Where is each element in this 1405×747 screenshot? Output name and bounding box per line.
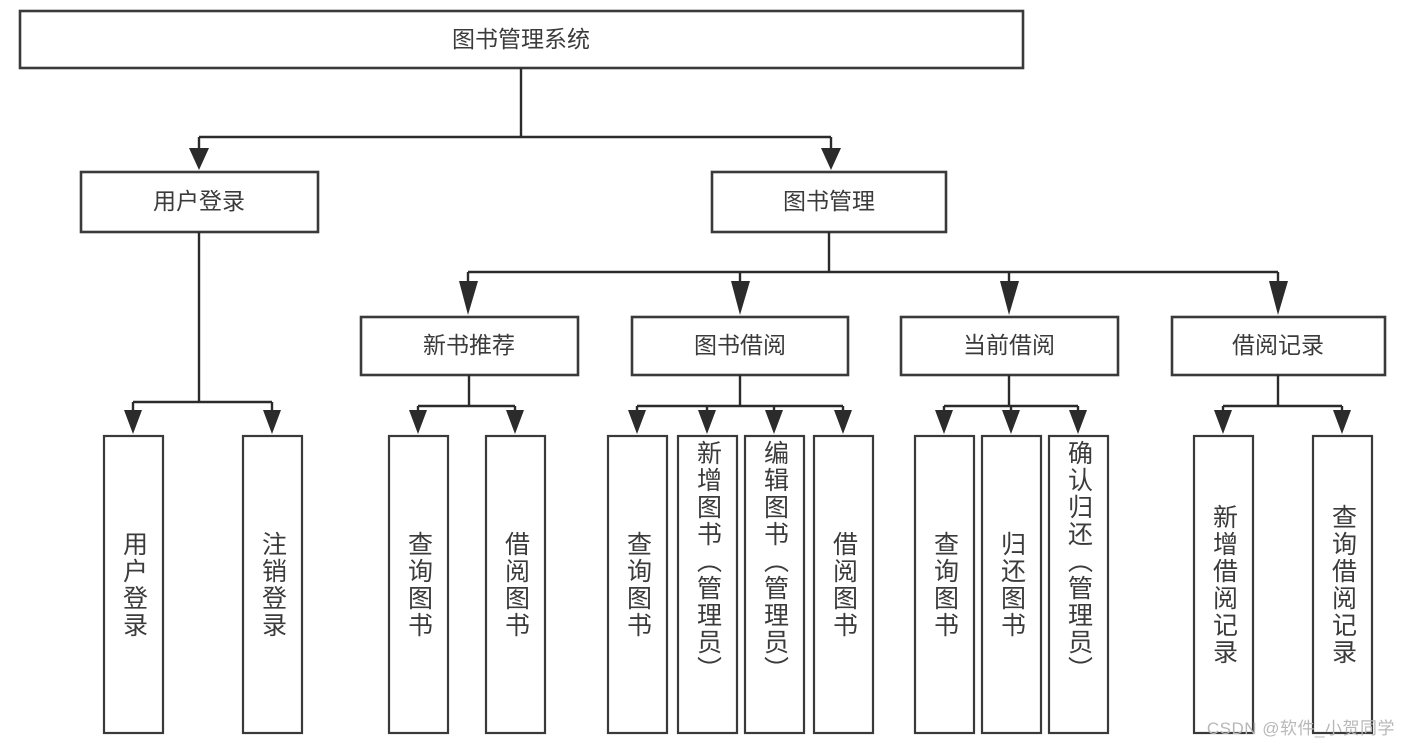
arrowhead-leaf-logout-login-icon xyxy=(263,410,281,434)
node-user-login-label: 用户登录 xyxy=(153,188,245,214)
arrowhead-leaf-query-book-1-icon xyxy=(409,410,427,434)
arrowhead-leaf-borrow-book-1-icon xyxy=(506,410,524,434)
node-borrow-record[interactable]: 借阅记录 xyxy=(1170,315,1387,377)
leafbox-leaf-borrow-book-2[interactable] xyxy=(812,434,875,735)
leafbox-leaf-logout-login[interactable] xyxy=(241,434,304,735)
node-root[interactable]: 图书管理系统 xyxy=(18,9,1025,70)
arrowhead-leaf-add-record-icon xyxy=(1214,410,1232,434)
arrowhead-bookmgmt-icon xyxy=(821,148,841,170)
leafbox-leaf-user-login[interactable] xyxy=(102,434,165,735)
node-book-borrow-label: 图书借阅 xyxy=(694,332,786,358)
leafbox-leaf-confirm-return[interactable] xyxy=(1047,434,1110,735)
node-user-login[interactable]: 用户登录 xyxy=(79,170,320,234)
leafbox-leaf-query-record[interactable] xyxy=(1311,434,1374,735)
leafbox-leaf-edit-book[interactable] xyxy=(743,434,806,735)
leafbox-leaf-add-book[interactable] xyxy=(676,434,739,735)
node-book-management-label: 图书管理 xyxy=(783,188,875,214)
arrowhead-leaf-query-book-3-icon xyxy=(935,410,953,434)
arrowhead-leaf-confirm-return-icon xyxy=(1069,410,1087,434)
leafbox-leaf-query-book-1[interactable] xyxy=(387,434,450,735)
arrowhead-current-borrow-icon xyxy=(1000,281,1019,315)
arrowhead-leaf-return-book-icon xyxy=(1002,410,1020,434)
node-book-borrow[interactable]: 图书借阅 xyxy=(630,315,850,377)
node-book-management[interactable]: 图书管理 xyxy=(710,170,948,234)
arrowhead-leaf-user-login-icon xyxy=(124,410,142,434)
arrowhead-leaf-add-book-icon xyxy=(698,410,716,434)
node-root-label: 图书管理系统 xyxy=(452,26,590,52)
arrowhead-leaf-query-book-2-icon xyxy=(628,410,646,434)
arrowhead-book-borrow-icon xyxy=(731,281,750,315)
node-borrow-record-label: 借阅记录 xyxy=(1232,332,1324,358)
leafbox-leaf-borrow-book-1[interactable] xyxy=(484,434,547,735)
arrowhead-userlogin-icon xyxy=(189,148,209,170)
node-new-book-recommend[interactable]: 新书推荐 xyxy=(359,315,580,377)
leafbox-leaf-return-book[interactable] xyxy=(980,434,1043,735)
arrowhead-leaf-edit-book-icon xyxy=(765,410,783,434)
arrowhead-borrow-record-icon xyxy=(1269,281,1288,315)
leafbox-leaf-query-book-2[interactable] xyxy=(606,434,669,735)
leafbox-leaf-query-book-3[interactable] xyxy=(913,434,976,735)
arrowhead-leaf-borrow-book-2-icon xyxy=(834,410,852,434)
leafbox-leaf-add-record[interactable] xyxy=(1192,434,1255,735)
node-current-borrow[interactable]: 当前借阅 xyxy=(899,315,1120,377)
arrowhead-leaf-query-record-icon xyxy=(1333,410,1351,434)
node-new-book-recommend-label: 新书推荐 xyxy=(423,332,515,358)
csdn-watermark: CSDN @软件_小贺同学 xyxy=(1206,719,1395,738)
arrowhead-new-book-recommend-icon xyxy=(459,281,478,315)
node-current-borrow-label: 当前借阅 xyxy=(963,332,1055,358)
